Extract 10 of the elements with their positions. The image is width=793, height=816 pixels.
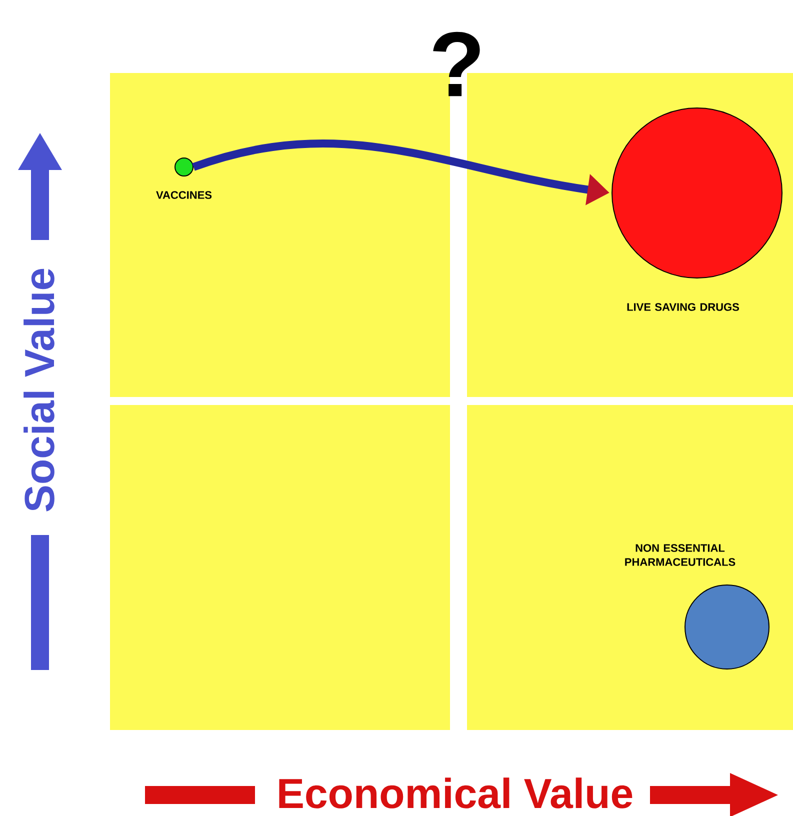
bubble-label: VACCINES [156,191,212,199]
bubble [174,158,194,176]
quadrant-box [467,405,793,730]
bubble [684,584,770,670]
bubble [612,108,782,278]
bubble-label: NON ESSENTIAL PHARMACEUTICALS [625,544,736,566]
quadrant-box [110,405,450,730]
axis-label: Social Value [24,268,54,512]
axis-label: Economical Value [279,778,632,808]
bubble-label: LIVE SAVING DRUGS [627,303,739,311]
